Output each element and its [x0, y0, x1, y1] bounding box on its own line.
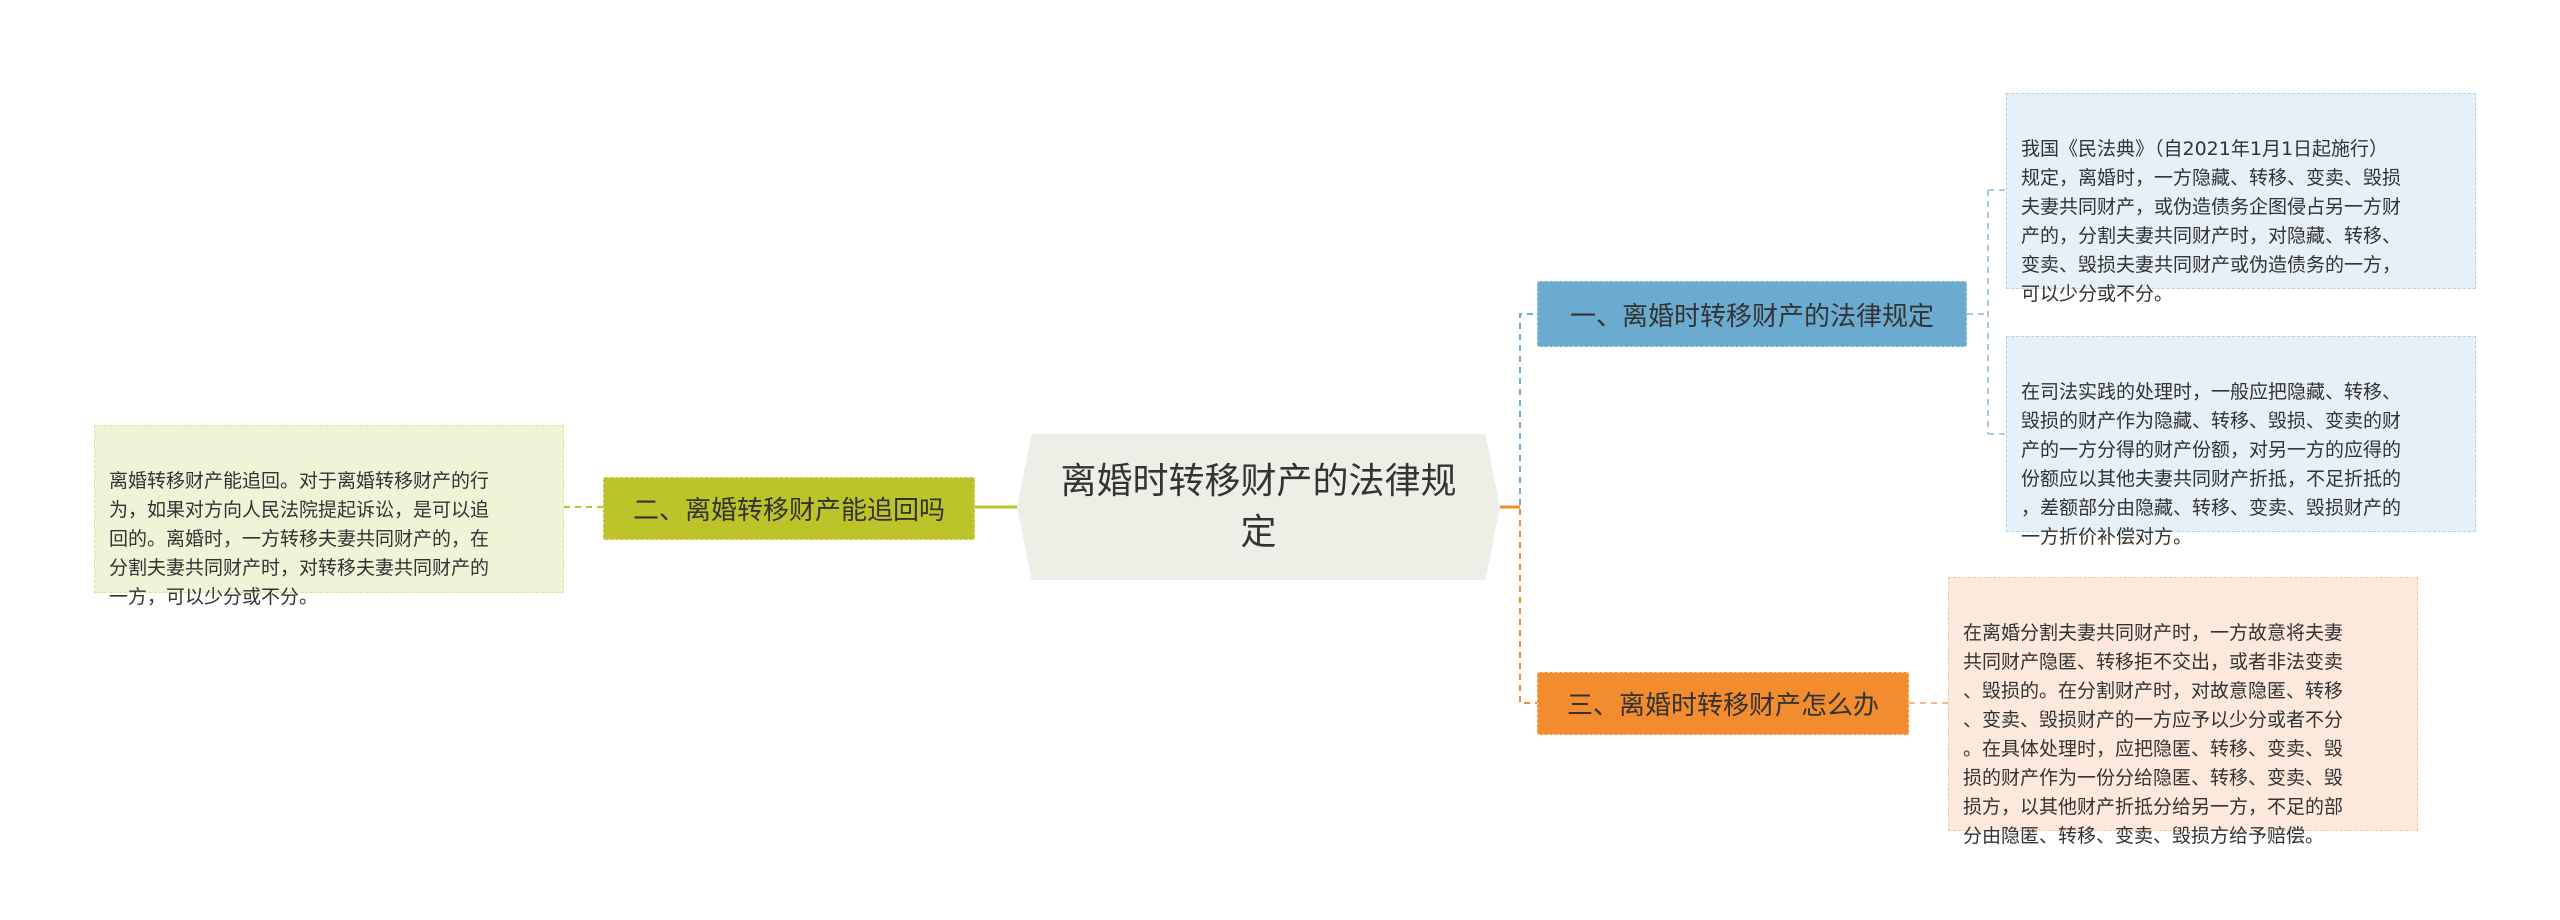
leaf-recoverable-detail[interactable]: 离婚转移财产能追回。对于离婚转移财产的行 为，如果对方向人民法院提起诉讼，是可以…: [94, 425, 564, 608]
leaf-legal-rules-civil-code[interactable]: 我国《民法典》（自2021年1月1日起施行） 规定，离婚时，一方隐藏、转移、变卖…: [2006, 93, 2476, 305]
branch-legal-rules-label: 一、离婚时转移财产的法律规定: [1569, 301, 1934, 332]
leaf-legal-rules-civil-code-text: 我国《民法典》（自2021年1月1日起施行） 规定，离婚时，一方隐藏、转移、变卖…: [2021, 138, 2402, 305]
central-topic-label: 离婚时转移财产的法律规定: [1060, 460, 1457, 553]
branch-legal-rules[interactable]: 一、离婚时转移财产的法律规定: [1537, 281, 1967, 347]
branch-what-to-do-label: 三、离婚时转移财产怎么办: [1566, 691, 1879, 721]
connector-center-to-what-to-do: [1500, 506, 1537, 704]
connector-legal-rules-to-leaves: [1967, 189, 2006, 435]
leaf-what-to-do-detail[interactable]: 在离婚分割夫妻共同财产时，一方故意将夫妻 共同财产隐匿、转移拒不交出，或者非法变…: [1948, 577, 2418, 847]
branch-recoverable-label: 二、离婚转移财产能追回吗: [632, 496, 945, 526]
leaf-what-to-do-detail-text: 在离婚分割夫妻共同财产时，一方故意将夫妻 共同财产隐匿、转移拒不交出，或者非法变…: [1963, 622, 2344, 847]
branch-what-to-do[interactable]: 三、离婚时转移财产怎么办: [1537, 672, 1909, 735]
central-topic[interactable]: 离婚时转移财产的法律规定: [1017, 434, 1500, 580]
leaf-recoverable-detail-text: 离婚转移财产能追回。对于离婚转移财产的行 为，如果对方向人民法院提起诉讼，是可以…: [109, 470, 490, 608]
leaf-legal-rules-judicial-practice-text: 在司法实践的处理时，一般应把隐藏、转移、 毁损的财产作为隐藏、转移、毁损、变卖的…: [2021, 381, 2402, 548]
leaf-legal-rules-judicial-practice[interactable]: 在司法实践的处理时，一般应把隐藏、转移、 毁损的财产作为隐藏、转移、毁损、变卖的…: [2006, 336, 2476, 548]
connector-center-to-legal-rules: [1500, 313, 1537, 508]
branch-recoverable[interactable]: 二、离婚转移财产能追回吗: [603, 477, 975, 540]
